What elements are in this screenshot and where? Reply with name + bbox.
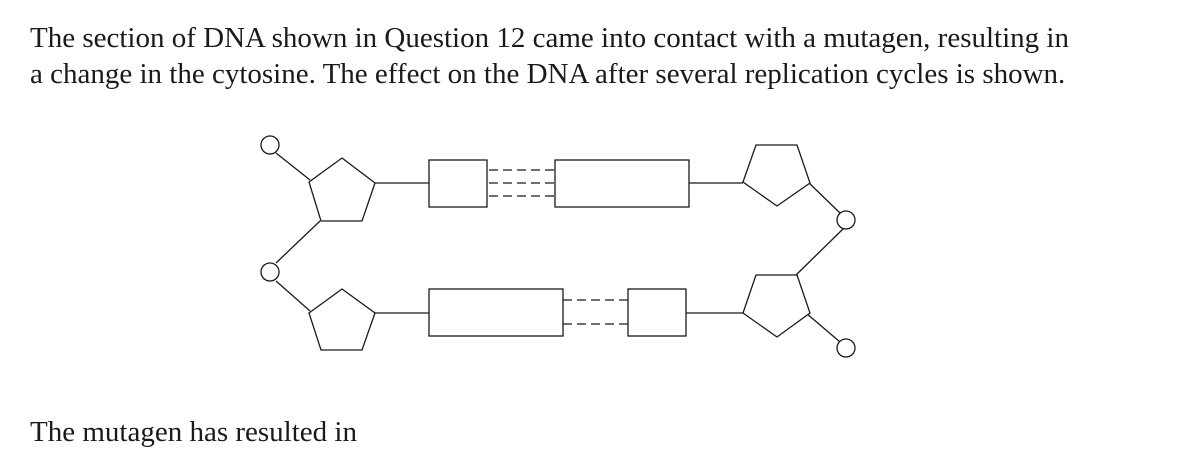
phosphate-bottom-right	[836, 338, 856, 358]
phosphate-mid-right	[836, 210, 856, 230]
sugar-phosphate-bond	[805, 312, 841, 343]
sugar-bottom-right	[742, 274, 811, 338]
sugar-phosphate-bond	[807, 181, 841, 214]
phosphate-sugar-bond	[275, 152, 311, 181]
top-base-pair	[375, 159, 743, 208]
bottom-base-pair	[375, 288, 743, 337]
sugar-phosphate-bond	[275, 220, 321, 264]
base-small-top	[428, 159, 488, 208]
left-backbone	[260, 135, 376, 351]
prompt-text: The mutagen has resulted in	[30, 416, 357, 448]
phosphate-sugar-bond	[275, 280, 311, 312]
right-backbone	[742, 144, 856, 358]
question-text: The section of DNA shown in Question 12 …	[30, 20, 1170, 92]
sugar-bottom-left	[308, 288, 376, 351]
base-small-bottom	[627, 288, 687, 337]
question-line-1: The section of DNA shown in Question 12 …	[30, 22, 1069, 54]
phosphate-sugar-bond	[795, 228, 844, 276]
base-large-bottom	[428, 288, 564, 337]
base-large-top	[554, 159, 690, 208]
phosphate-mid-left	[260, 262, 280, 282]
sugar-top-left	[308, 157, 376, 222]
sugar-top-right	[742, 144, 811, 207]
phosphate-top-left	[260, 135, 280, 155]
question-line-2: a change in the cytosine. The effect on …	[30, 58, 1066, 90]
